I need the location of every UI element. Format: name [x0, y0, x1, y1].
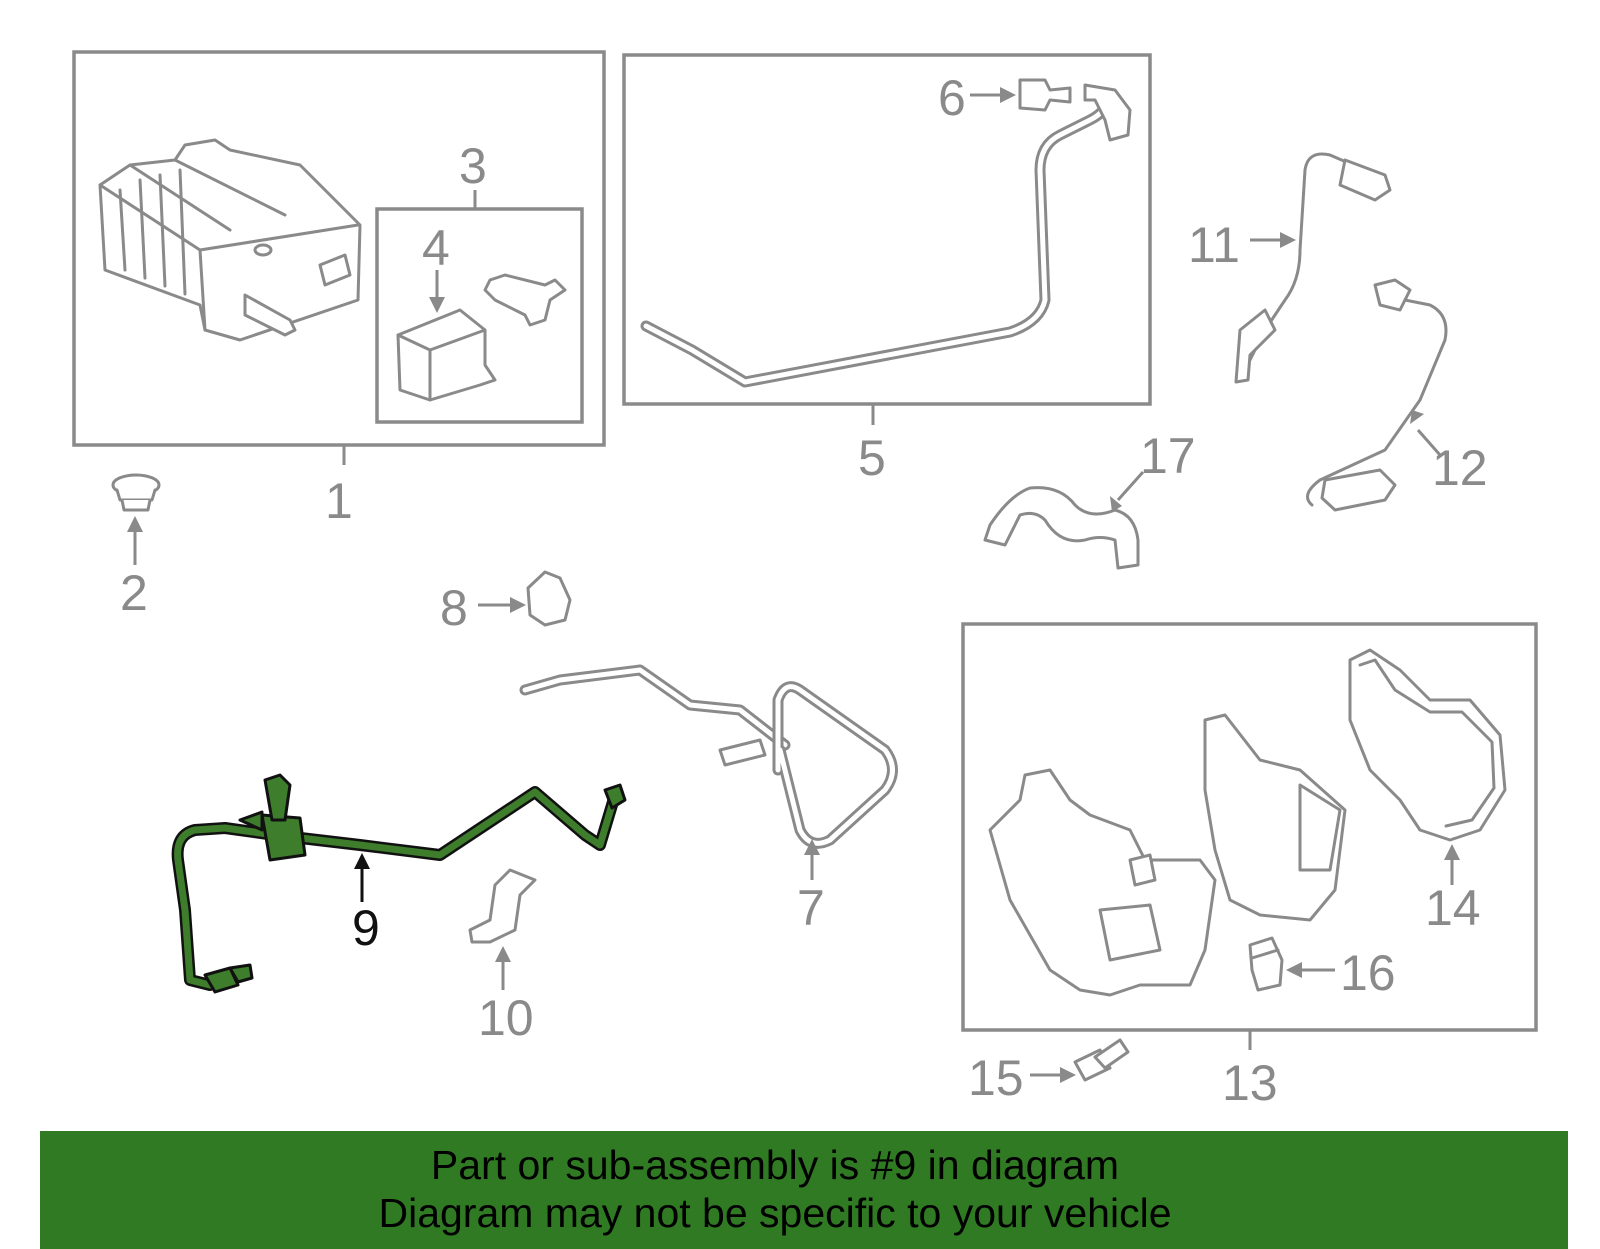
callout-16: 16	[1340, 945, 1396, 1001]
part-16-plug	[1248, 936, 1284, 992]
part-1-box	[72, 50, 606, 447]
callout-11: 11	[1188, 217, 1240, 273]
callout-7: 7	[797, 880, 825, 936]
banner-line-1: Part or sub-assembly is #9 in diagram	[430, 1142, 1120, 1188]
callout-1: 1	[325, 473, 353, 529]
part-17-hose: 17	[983, 428, 1196, 570]
callout-4: 4	[422, 220, 450, 276]
part-8-clip: 8	[440, 570, 572, 636]
part-12-oxygen-sensor: 12	[1306, 278, 1488, 512]
callout-15: 15	[968, 1050, 1024, 1106]
part-1-canister	[98, 138, 362, 342]
part-13-heat-shield	[988, 768, 1217, 997]
banner-line-2: Diagram may not be specific to your vehi…	[378, 1190, 1172, 1236]
part-2-grommet: 2	[111, 473, 161, 621]
part-4-valve	[396, 308, 497, 402]
part-10-bracket: 10	[468, 868, 537, 1046]
info-banner: Part or sub-assembly is #9 in diagram Di…	[40, 1131, 1568, 1249]
part-3-sensor	[483, 273, 567, 327]
callout-5: 5	[858, 430, 886, 486]
part-9-tube-highlighted: 9	[171, 773, 627, 994]
callout-13: 13	[1222, 1055, 1278, 1111]
callout-12: 12	[1432, 440, 1488, 496]
part-15-bolt: 15	[968, 1038, 1130, 1106]
callout-14: 14	[1425, 880, 1481, 936]
part-group-1: 1 3 4	[72, 50, 606, 529]
part-group-5: 5 6	[622, 53, 1152, 486]
part-5-box	[622, 53, 1152, 406]
part-group-13: 14 16 13	[961, 622, 1538, 1111]
callout-8: 8	[440, 580, 468, 636]
callout-10: 10	[478, 990, 534, 1046]
part-7-tube-assembly: 7	[519, 664, 898, 936]
callout-3: 3	[459, 138, 487, 194]
callout-2: 2	[120, 565, 148, 621]
callout-6: 6	[938, 70, 966, 126]
callout-9: 9	[352, 900, 380, 956]
part-11-oxygen-sensor: 11	[1188, 152, 1392, 384]
part-14-heat-shield	[1203, 648, 1507, 922]
callout-17: 17	[1140, 428, 1196, 484]
part-6-connector	[1018, 78, 1072, 112]
